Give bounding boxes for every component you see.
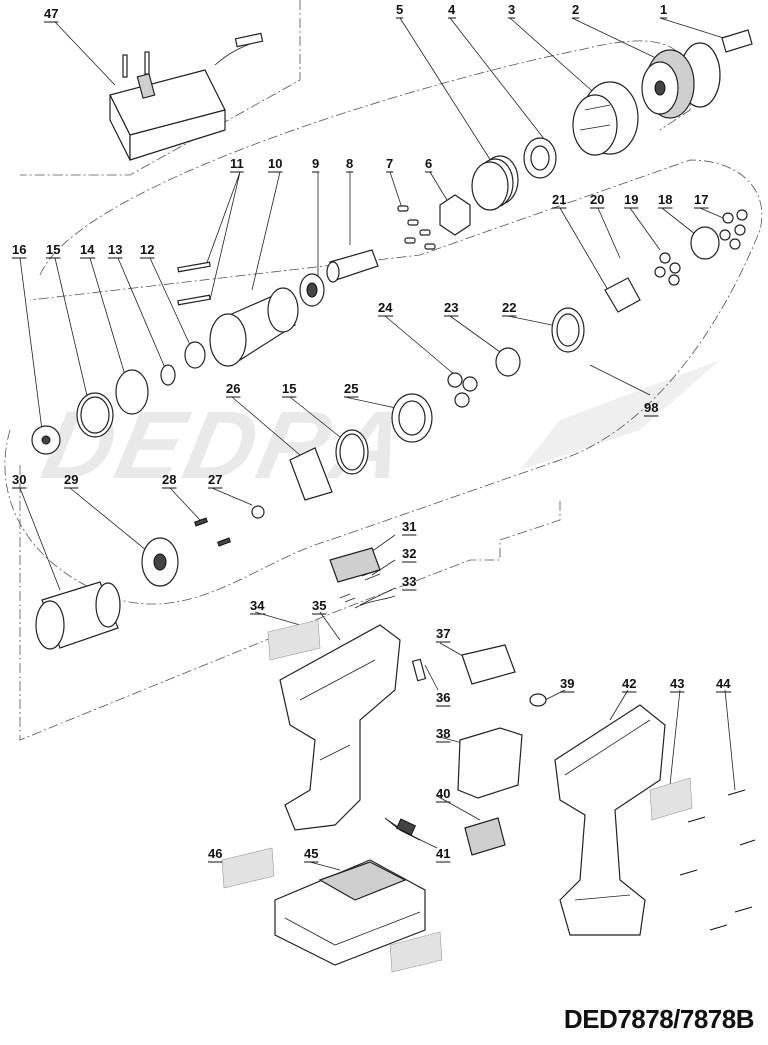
part-label: 8: [346, 156, 353, 171]
part-label: 27: [208, 472, 222, 487]
part-label: 46: [208, 846, 222, 861]
part-label: 44: [716, 676, 731, 691]
part-label: 35: [312, 598, 326, 613]
part-label: 18: [658, 192, 672, 207]
part-label: 16: [12, 242, 26, 257]
part-label: 7: [386, 156, 393, 171]
keyless-chuck: [641, 29, 753, 119]
switch-assembly: [384, 644, 547, 856]
part-label: 42: [622, 676, 636, 691]
part-label: 24: [378, 300, 393, 315]
leader-lines: [19, 17, 736, 871]
sticker-labels: [221, 619, 693, 973]
model-number: DED7878/7878B: [563, 1004, 755, 1034]
part-label: 41: [436, 846, 450, 861]
part-label: 3: [508, 2, 515, 17]
right-housing: [554, 704, 756, 936]
part-label: 30: [12, 472, 26, 487]
direction-switch-parts: [329, 547, 396, 609]
clutch-rings: [439, 137, 557, 236]
part-label: 47: [44, 6, 58, 21]
part-label: 26: [226, 381, 240, 396]
part-label: 14: [80, 242, 95, 257]
part-label: 25: [344, 381, 358, 396]
part-label: 23: [444, 300, 458, 315]
part-label: 13: [108, 242, 122, 257]
left-housing: [279, 624, 401, 831]
part-label: 37: [436, 626, 450, 641]
gearbox-boundary-upper: [39, 40, 692, 276]
assembly-outlines: [4, 0, 763, 741]
part-label: 40: [436, 786, 450, 801]
part-label: 33: [402, 574, 416, 589]
watermark-swoosh: [520, 360, 720, 470]
electric-motor: [35, 581, 121, 650]
part-label: 4: [448, 2, 456, 17]
part-label: 1: [660, 2, 667, 17]
part-label: 45: [304, 846, 318, 861]
part-label: 9: [312, 156, 319, 171]
part-label: 38: [436, 726, 450, 741]
first-stage-gears: [391, 347, 521, 443]
part-label: 19: [624, 192, 638, 207]
part-number-labels: 1 2 3 4 5 6 7 8 9 10 11 12 13 14 15 15 1…: [12, 2, 732, 863]
part-label: 6: [425, 156, 432, 171]
part-label: 11: [230, 156, 244, 171]
part-label: 10: [268, 156, 282, 171]
part-label: 39: [560, 676, 574, 691]
part-label: 21: [552, 192, 566, 207]
battery-pack: [274, 859, 426, 966]
part-label: 20: [590, 192, 604, 207]
part-label: 43: [670, 676, 684, 691]
planetary-gears: [551, 209, 748, 353]
part-label: 5: [396, 2, 403, 17]
part-label: 36: [436, 690, 450, 705]
part-label: 17: [694, 192, 708, 207]
part-label: 12: [140, 242, 154, 257]
part-label: 22: [502, 300, 516, 315]
part-label: 34: [250, 598, 265, 613]
gearbox-boundary-lower: [4, 159, 763, 605]
motor-boundary: [19, 465, 561, 741]
part-label: 15: [282, 381, 296, 396]
part-label: 98: [644, 400, 658, 415]
motor-side-rings: [31, 341, 206, 455]
part-label: 29: [64, 472, 78, 487]
part-label: 32: [402, 546, 416, 561]
charger-boundary: [20, 0, 301, 176]
part-label: 28: [162, 472, 176, 487]
part-label: 15: [46, 242, 60, 257]
motor-plate-parts: [141, 429, 369, 587]
gearbox-housing: [177, 261, 299, 367]
part-label: 2: [572, 2, 579, 17]
part-label: 31: [402, 519, 416, 534]
gear-housing: [572, 81, 639, 156]
charger: [109, 32, 264, 161]
spindle-assembly: [299, 205, 436, 307]
